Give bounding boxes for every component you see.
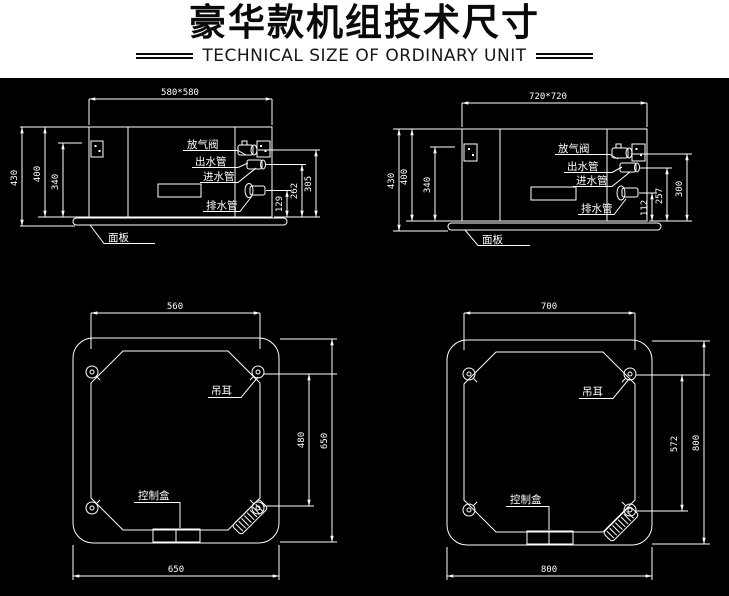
dim-height-overall: 430	[387, 173, 397, 189]
leader-line	[465, 230, 530, 246]
dim-top-width: 700	[541, 302, 557, 312]
leader-line	[192, 163, 248, 168]
dim-top-width: 580*580	[161, 88, 199, 98]
dimensions-800: 700 572 800 800	[447, 302, 710, 580]
part-labels-580: 放气阀 出水管 进水管 排水管 面板	[90, 138, 256, 244]
leader-line	[564, 167, 622, 173]
hanging-lug-icon	[86, 500, 100, 514]
hatched-bracket	[603, 506, 639, 542]
label-outlet-pipe: 出水管	[195, 155, 227, 168]
dim-vent-height: 305	[304, 176, 314, 192]
double-rule-left-icon	[136, 53, 194, 60]
dim-height-body: 400	[33, 166, 43, 182]
dim-outlet-height: 257	[655, 188, 665, 204]
unit-body-outline-650	[91, 351, 260, 530]
label-hanging-lug: 吊耳	[211, 385, 232, 397]
pipe-fittings-720	[612, 144, 640, 200]
hanging-lug-icon	[250, 366, 264, 380]
page-subtitle: TECHNICAL SIZE OF ORDINARY UNIT	[202, 46, 527, 67]
dim-side-height: 800	[692, 435, 702, 451]
label-control-box: 控制盒	[510, 493, 542, 506]
side-view-720-unit: 放气阀 出水管 进水管 排水管 面板 720*720	[387, 92, 692, 246]
leader-line	[134, 503, 180, 529]
dim-top-width: 720*720	[529, 92, 567, 102]
label-inlet-pipe: 进水管	[203, 170, 235, 183]
part-labels-720: 放气阀 出水管 进水管 排水管 面板	[465, 142, 630, 246]
label-drain-pipe: 排水管	[581, 202, 613, 215]
side-view-580-unit: 放气阀 出水管 进水管 排水管 面板 580*580	[10, 88, 320, 244]
dim-drain-height: 129	[275, 196, 285, 212]
hanging-lug-icon	[622, 502, 636, 516]
hanging-lug-icon	[463, 502, 477, 516]
label-control-box: 控制盒	[138, 489, 170, 502]
dim-height-lower: 340	[51, 174, 61, 190]
dim-vent-height: 300	[675, 181, 685, 197]
technical-drawings: 放气阀 出水管 进水管 排水管 面板 580*580	[10, 88, 729, 596]
dim-height-lower: 340	[423, 177, 433, 193]
plan-view-650-unit: 吊耳 控制盒 560 480 650	[73, 302, 337, 580]
dim-bottom-width: 650	[168, 565, 184, 575]
hanging-lug-icon	[86, 366, 100, 380]
leader-line	[573, 172, 630, 187]
dimensions-580: 580*580 430 400 340 305	[10, 88, 320, 226]
subtitle-row: TECHNICAL SIZE OF ORDINARY UNIT	[0, 46, 729, 66]
unit-body-outline-580	[73, 127, 287, 225]
label-hanging-lug: 吊耳	[582, 386, 603, 398]
unit-body-outline-720	[448, 129, 661, 230]
leader-line	[578, 199, 626, 215]
front-panel-outline	[73, 218, 287, 225]
front-panel-outline	[448, 223, 661, 230]
leader-line	[200, 168, 256, 183]
dim-height-body: 400	[400, 169, 410, 185]
double-rule-right-icon	[535, 53, 593, 60]
hanging-lug-icon	[622, 368, 636, 382]
dim-top-width: 560	[167, 302, 183, 312]
panel-outline-650	[73, 338, 279, 543]
slot-outline	[531, 187, 576, 200]
junction-box-right	[632, 144, 645, 161]
label-inlet-pipe: 进水管	[576, 174, 608, 187]
outlet-pipe-icon	[247, 160, 262, 169]
dim-bottom-width: 800	[541, 565, 557, 575]
unit-body-outline-800	[464, 352, 635, 532]
pipe-fittings-580	[238, 141, 266, 198]
drain-pipe-icon	[617, 186, 625, 200]
outlet-pipe-icon	[620, 163, 636, 172]
panel-outline-800	[447, 340, 652, 545]
slot-outline	[158, 184, 201, 197]
dim-lug-span: 572	[670, 436, 680, 452]
junction-box-left	[91, 141, 103, 157]
label-panel: 面板	[482, 233, 503, 246]
header: 豪华款机组技术尺寸 TECHNICAL SIZE OF ORDINARY UNI…	[0, 0, 729, 78]
leader-line	[203, 196, 252, 212]
label-vent-valve: 放气阀	[187, 138, 219, 151]
hatched-bracket	[232, 499, 268, 535]
label-vent-valve: 放气阀	[558, 142, 590, 155]
dim-side-height: 650	[320, 433, 330, 449]
dim-outlet-height: 262	[290, 183, 300, 199]
junction-box-right	[257, 141, 270, 157]
drawing-area: 放气阀 出水管 进水管 排水管 面板 580*580	[0, 78, 729, 596]
dim-lug-span: 480	[297, 432, 307, 448]
leader-line	[506, 507, 549, 531]
label-panel: 面板	[108, 231, 129, 244]
dimensions-650: 560 480 650 650	[73, 302, 337, 580]
leader-line	[555, 155, 618, 160]
label-drain-pipe: 排水管	[206, 199, 238, 212]
leader-line	[579, 379, 629, 399]
plan-view-800-unit: 吊耳 控制盒 700 572 800	[447, 302, 710, 580]
label-outlet-pipe: 出水管	[567, 160, 599, 173]
page-title: 豪华款机组技术尺寸	[189, 1, 540, 44]
control-box-outline	[527, 531, 573, 544]
dim-drain-height: 112	[640, 200, 650, 216]
hanging-lug-icon	[463, 368, 477, 382]
junction-box-left	[464, 144, 477, 161]
leader-line	[208, 377, 258, 398]
drain-pipe-icon	[245, 184, 253, 198]
leader-line	[183, 151, 246, 156]
leader-line	[90, 225, 155, 244]
dim-height-overall: 430	[10, 170, 20, 186]
dimensions-720: 720*720 430 400 340 300	[387, 92, 692, 231]
